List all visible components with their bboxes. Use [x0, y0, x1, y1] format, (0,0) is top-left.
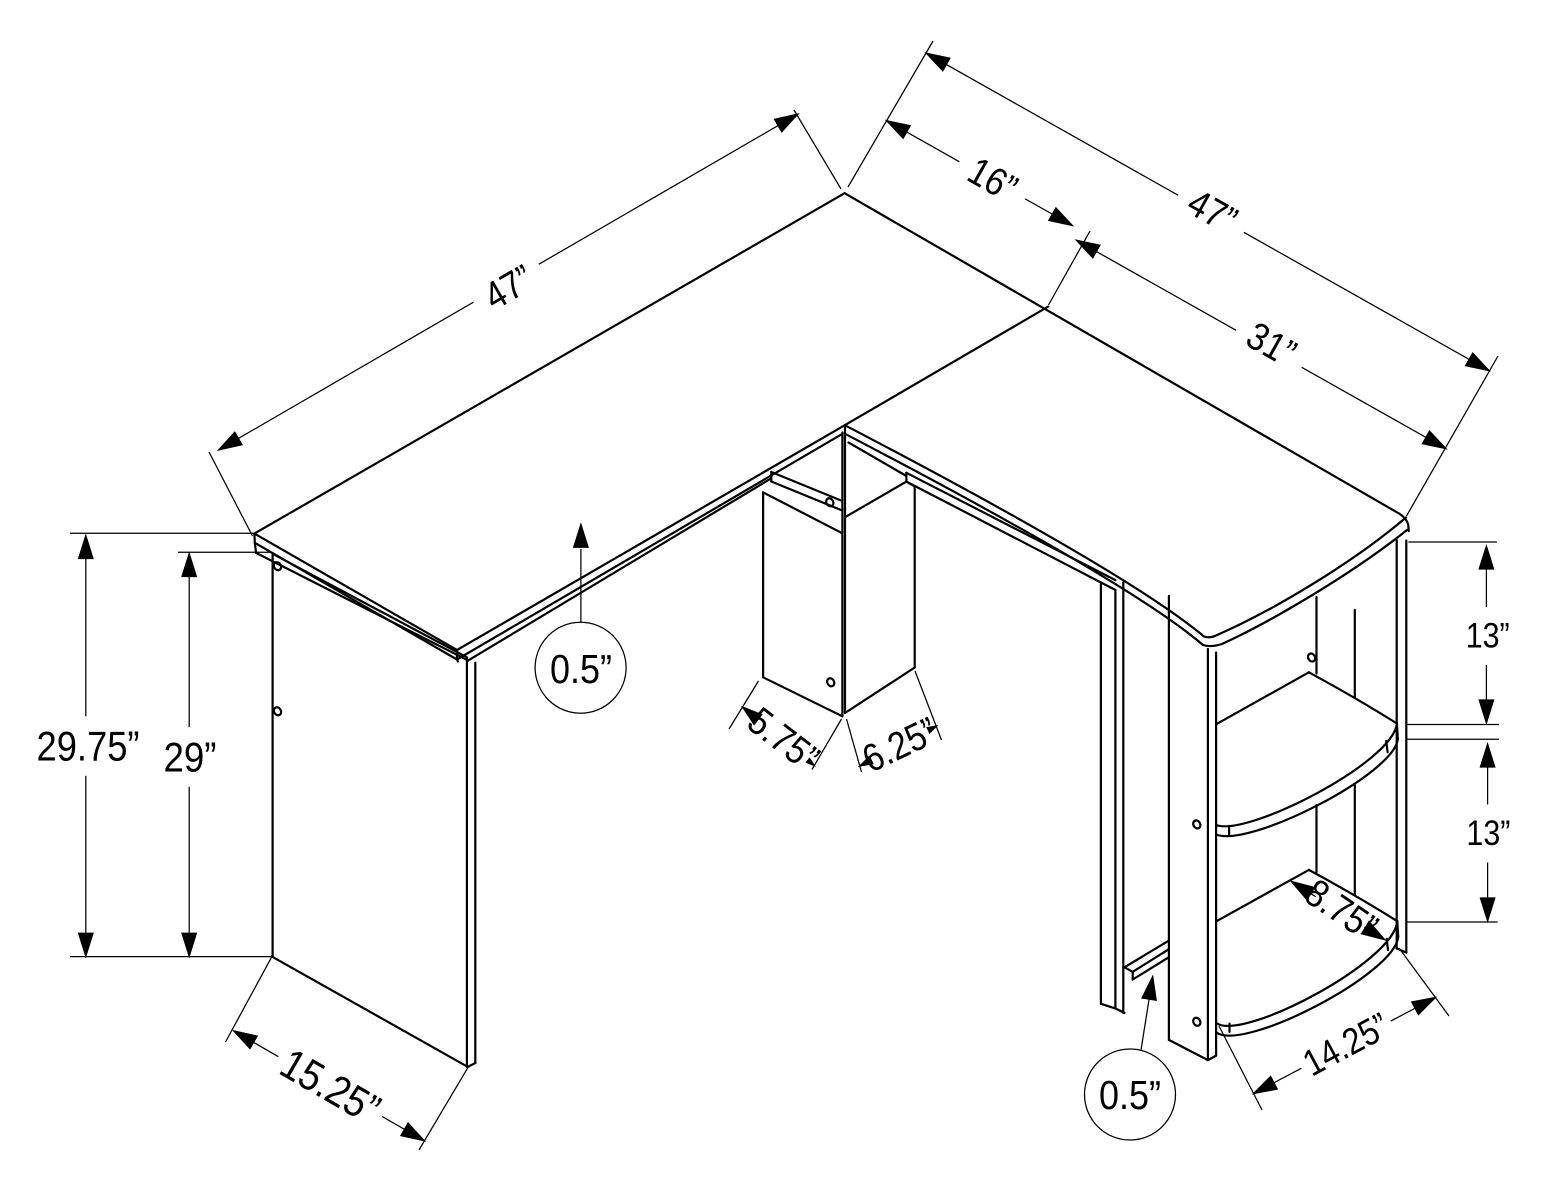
svg-text:0.5”: 0.5”: [1099, 1072, 1161, 1118]
svg-text:29”: 29”: [164, 734, 217, 781]
svg-text:13”: 13”: [1466, 617, 1510, 656]
svg-text:0.5”: 0.5”: [550, 646, 612, 692]
svg-text:29.75”: 29.75”: [37, 723, 140, 770]
svg-text:13”: 13”: [1466, 814, 1510, 853]
